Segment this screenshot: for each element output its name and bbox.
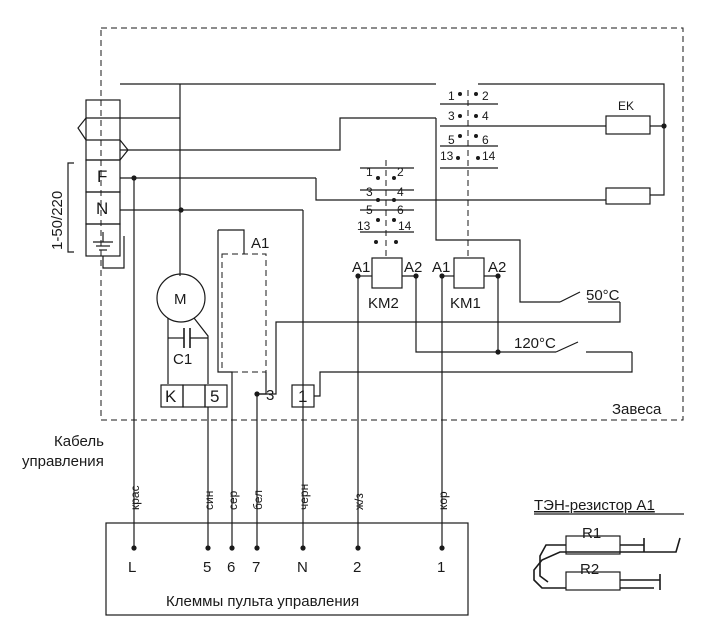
thermostat-50: 50°C	[559, 287, 620, 304]
wire-color-1: син	[202, 491, 216, 510]
contactor-km1: 1 2 3 4 5 6 13 14 A1 A2 KM1	[432, 89, 506, 312]
thermostat-120: 120°C	[500, 335, 632, 353]
cable-label-line2: управления	[22, 453, 104, 470]
svg-text:5: 5	[448, 133, 455, 147]
heater-ek2	[605, 187, 651, 205]
panel-terminal-5: 2	[353, 559, 361, 576]
svg-text:2: 2	[482, 89, 489, 103]
node-3-label: 3	[266, 387, 274, 404]
km1-a2: A2	[488, 259, 506, 276]
svg-text:3: 3	[448, 109, 455, 123]
motor-terminal-k: K	[165, 387, 177, 406]
wire-color-5: ж/з	[352, 493, 366, 510]
panel-terminal-2: 6	[227, 559, 235, 576]
resistor-r2	[565, 571, 621, 591]
svg-text:6: 6	[482, 133, 489, 147]
contactor-km2: 1 2 3 4 5 6 13 14 A1 A2 KM2	[352, 160, 422, 312]
wire-color-3: бел	[251, 490, 265, 510]
wire-color-0: крас	[128, 485, 142, 510]
ground-icon	[93, 232, 113, 251]
terminal-1-label: 1	[298, 387, 307, 406]
km1-a1: A1	[432, 259, 450, 276]
capacitor-label: C1	[173, 351, 192, 368]
enclosure-label: Завеса	[612, 401, 662, 418]
power-label: 1-50/220	[49, 191, 66, 250]
svg-text:1: 1	[366, 165, 373, 179]
svg-text:13: 13	[357, 219, 371, 233]
svg-text:13: 13	[440, 149, 454, 163]
capacitor-c1	[168, 328, 208, 348]
panel-title: Клеммы пульта управления	[166, 593, 359, 610]
svg-text:120°C: 120°C	[514, 335, 556, 352]
km2-label: KM2	[368, 295, 399, 312]
wire-color-4: черн	[297, 484, 311, 510]
km2-a2: A2	[404, 259, 422, 276]
panel-terminal-6: 1	[437, 559, 445, 576]
panel-terminal-0: L	[128, 559, 136, 576]
wire-color-2: сер	[226, 490, 240, 510]
wire-color-6: кор	[436, 491, 450, 510]
svg-text:3: 3	[366, 185, 373, 199]
heater-a1-box	[221, 253, 267, 373]
svg-text:2: 2	[397, 165, 404, 179]
resistor-block-title: ТЭН-резистор A1	[534, 497, 655, 514]
svg-text:R1: R1	[582, 525, 601, 542]
heater-ek-label: EK	[618, 99, 634, 113]
cable-label-line1: Кабель	[54, 433, 104, 450]
panel-terminal-1: 5	[203, 559, 211, 576]
svg-text:50°C: 50°C	[586, 287, 620, 304]
svg-text:R2: R2	[580, 561, 599, 578]
svg-text:14: 14	[482, 149, 496, 163]
power-bracket	[67, 162, 74, 253]
svg-text:4: 4	[397, 185, 404, 199]
svg-text:14: 14	[398, 219, 412, 233]
svg-text:1: 1	[448, 89, 455, 103]
heater-ek	[605, 115, 651, 135]
control-panel	[105, 522, 469, 616]
svg-text:6: 6	[397, 203, 404, 217]
motor	[156, 273, 206, 323]
motor-label: M	[174, 291, 187, 308]
terminal-f-label: F	[97, 167, 107, 186]
motor-terminal-5: 5	[210, 387, 219, 406]
power-terminal-block: F N	[77, 99, 129, 269]
svg-text:5: 5	[366, 203, 373, 217]
km2-a1: A1	[352, 259, 370, 276]
heater-a1-label: A1	[251, 235, 269, 252]
resistor-block: ТЭН-резистор A1 R1 R2	[533, 497, 684, 591]
svg-text:4: 4	[482, 109, 489, 123]
terminal-n-label: N	[96, 199, 108, 218]
panel-terminal-3: 7	[252, 559, 260, 576]
panel-terminal-4: N	[297, 559, 308, 576]
km1-label: KM1	[450, 295, 481, 312]
